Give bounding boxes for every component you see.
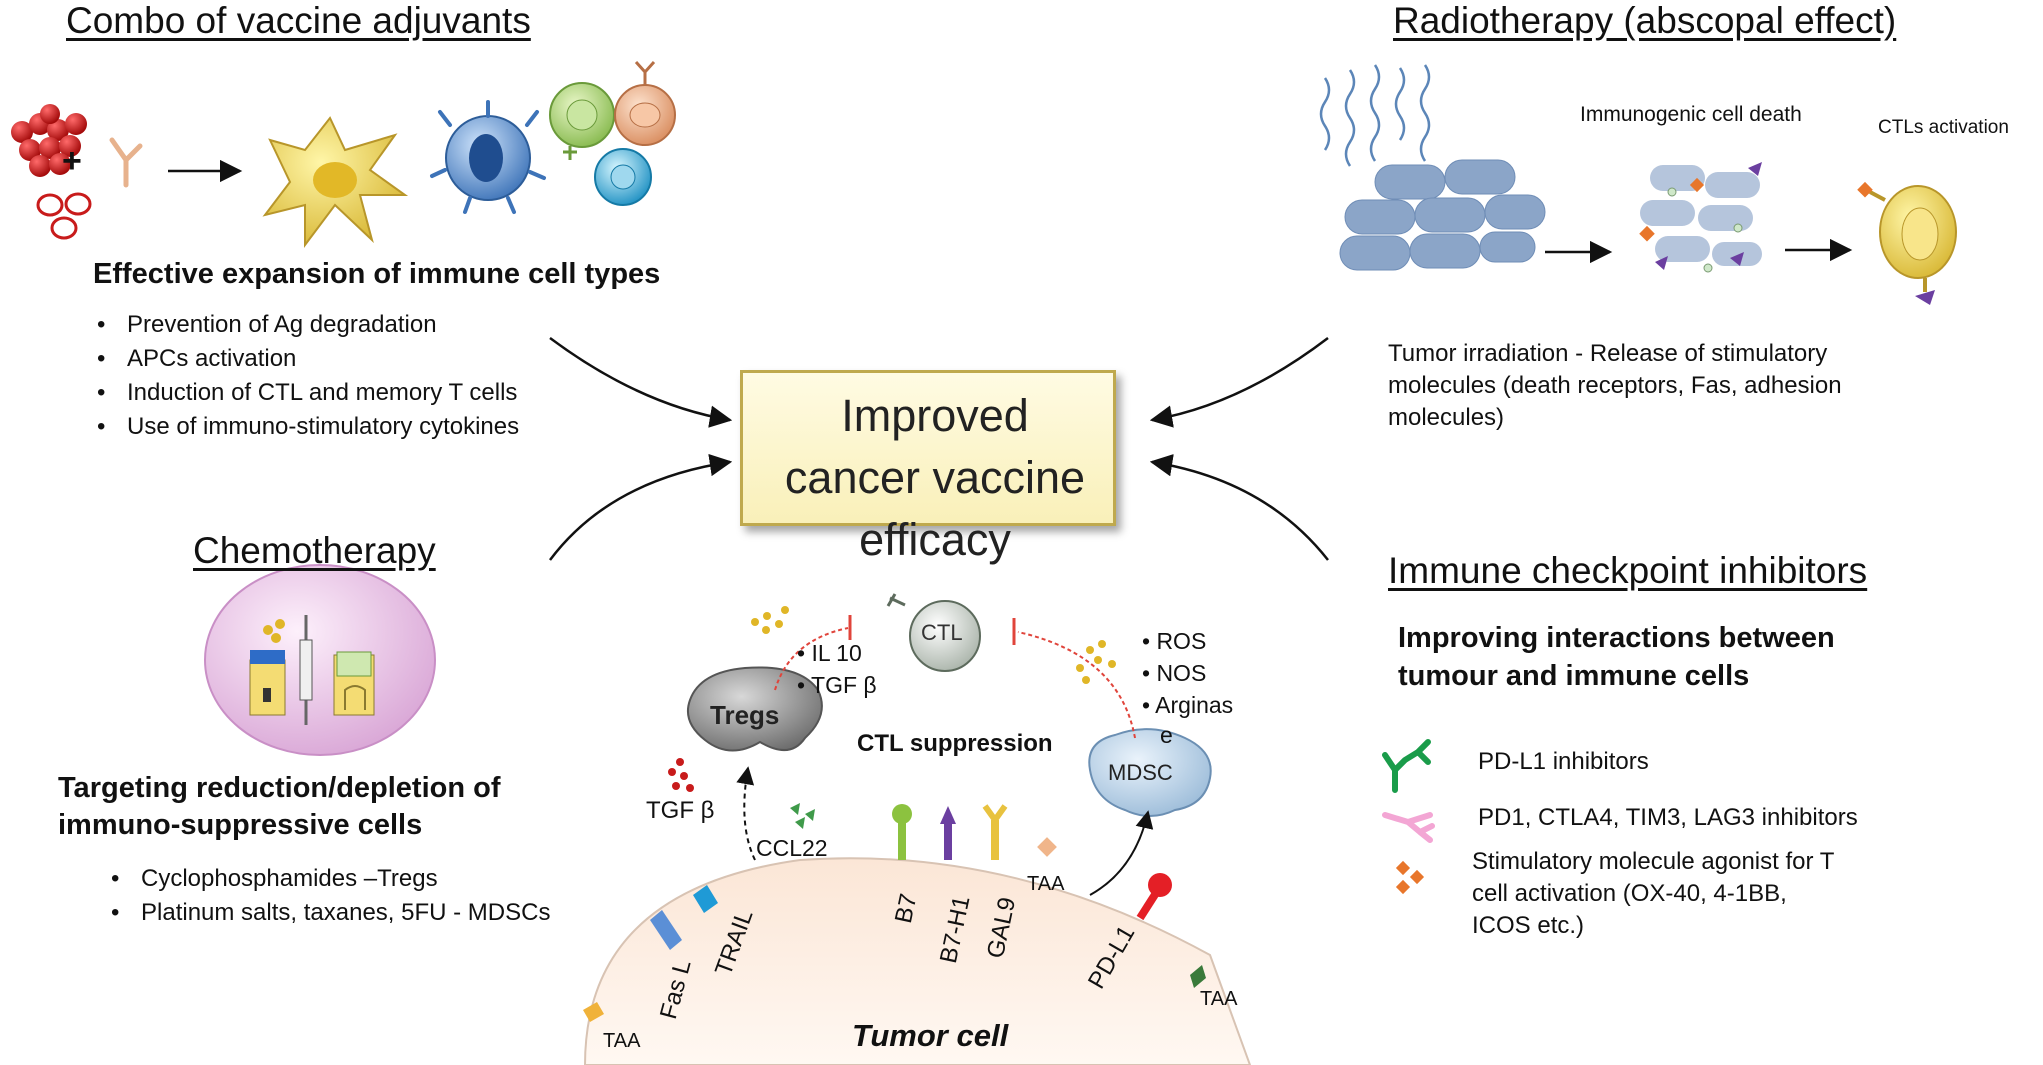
inhibition-line-tregs xyxy=(774,627,849,691)
chemo-heading-line-2: immuno-suppressive cells xyxy=(58,809,423,841)
taa-marker-top xyxy=(1037,837,1057,857)
taa-label-left: TAA xyxy=(603,1030,641,1052)
tgf-beta-bullet-label: • TGF β xyxy=(797,672,877,698)
ctl-cell xyxy=(886,593,981,672)
chemotherapy-drugs-icon xyxy=(204,564,436,756)
agonist-label-line-1: Stimulatory molecule agonist for T xyxy=(1472,848,1835,875)
chemo-heading-line-1: Targeting reduction/depletion of xyxy=(58,772,501,804)
b7-label: B7 xyxy=(890,891,923,926)
ctl-activated-icon xyxy=(1857,181,1957,305)
checkpoint-heading-line-2: tumour and immune cells xyxy=(1398,660,1750,692)
antigen-cluster-icon xyxy=(11,104,87,177)
ctls-activation-label: CTLs activation xyxy=(1878,117,2009,138)
tgf-beta-label: TGF β xyxy=(646,797,715,824)
radiotherapy-desc-line-2: molecules (death receptors, Fas, adhesio… xyxy=(1388,372,1842,399)
immunogenic-cell-death-label: Immunogenic cell death xyxy=(1580,103,1802,126)
tumor-cell-label: Tumor cell xyxy=(852,1018,1009,1053)
taa-label-top: TAA xyxy=(1027,873,1065,895)
center-line-1: Improved xyxy=(841,390,1029,441)
dendritic-cell-icon xyxy=(262,116,409,248)
antibody-icon xyxy=(109,137,143,188)
agonist-label-line-3: ICOS etc.) xyxy=(1472,912,1585,939)
arrow-tumor-to-mdsc xyxy=(1089,810,1154,896)
taa-marker-left xyxy=(583,1002,604,1022)
vaccine-bullet-list: Prevention of Ag degradation APCs activa… xyxy=(97,308,519,444)
pd1-inhibitor-icon xyxy=(1382,812,1435,843)
list-item: Prevention of Ag degradation xyxy=(97,308,519,342)
arginase-label-1: • Arginas xyxy=(1142,692,1234,718)
checkpoint-inhibitors-title: Immune checkpoint inhibitors xyxy=(1388,550,1868,591)
t-cell-green-icon xyxy=(549,82,615,160)
arrow-bottom-left xyxy=(549,453,733,561)
list-item: Induction of CTL and memory T cells xyxy=(97,376,519,410)
list-item: APCs activation xyxy=(97,342,519,376)
tgf-beta-dots-icon xyxy=(668,758,694,792)
t-cell-peach-icon xyxy=(614,60,676,146)
chemo-bullet-list: Cyclophosphamides –Tregs Platinum salts,… xyxy=(111,862,550,930)
taa-label-right: TAA xyxy=(1200,988,1238,1010)
center-box xyxy=(740,370,1116,526)
arrow-top-left xyxy=(549,336,733,428)
list-item: Cyclophosphamides –Tregs xyxy=(111,862,550,896)
inhibition-line-mdsc xyxy=(1017,631,1136,739)
tregs-cell xyxy=(686,666,823,752)
mdsc-cell xyxy=(1088,728,1212,817)
radiation-waves-icon xyxy=(1319,64,1431,167)
arginase-label-2: e xyxy=(1160,722,1173,748)
memory-cell-icon xyxy=(594,148,652,206)
arrow-top-right xyxy=(1149,337,1329,428)
radiotherapy-desc-line-1: Tumor irradiation - Release of stimulato… xyxy=(1388,340,1828,367)
arrow-bottom-right xyxy=(1149,454,1329,561)
center-line-2: cancer vaccine xyxy=(784,452,1086,503)
nos-label: • NOS xyxy=(1142,660,1207,686)
il10-label: • IL 10 xyxy=(797,640,862,666)
tregs-label: Tregs xyxy=(710,700,780,730)
pd-l1-inhibitors-label: PD-L1 inhibitors xyxy=(1478,748,1649,775)
ros-label: • ROS xyxy=(1142,628,1207,654)
center-title: Improved cancer vaccine efficacy xyxy=(700,385,1170,571)
gal9-receptor xyxy=(982,804,1008,860)
tumor-cell-body xyxy=(583,857,1252,1065)
vaccine-heading: Effective expansion of immune cell types xyxy=(93,258,661,290)
ctl-suppression-label: CTL suppression xyxy=(857,730,1053,757)
vaccine-adjuvants-title: Combo of vaccine adjuvants xyxy=(66,0,531,41)
b7-h1-receptor xyxy=(940,806,956,860)
cytokine-dots-icon xyxy=(751,606,789,634)
mdsc-label: MDSC xyxy=(1108,760,1173,785)
ctl-label: CTL xyxy=(921,620,963,645)
checkpoint-heading-line-1: Improving interactions between xyxy=(1398,622,1835,654)
radiotherapy-desc-line-3: molecules) xyxy=(1388,404,1505,431)
tumor-tissue-icon xyxy=(1339,159,1546,271)
apc-cell-icon xyxy=(430,100,546,214)
fas-l-receptor xyxy=(650,910,682,950)
taa-marker-right xyxy=(1190,965,1206,988)
pd-l1-inhibitor-icon xyxy=(1382,739,1431,793)
pd1-inhibitors-label: PD1, CTLA4, TIM3, LAG3 inhibitors xyxy=(1478,804,1858,831)
list-item: Platinum salts, taxanes, 5FU - MDSCs xyxy=(111,896,550,930)
agonist-icon xyxy=(1395,860,1425,895)
ccl22-label: CCL22 xyxy=(756,835,828,861)
b7-receptor xyxy=(892,804,912,860)
arrow-tumor-to-tregs xyxy=(736,766,756,861)
center-line-3: efficacy xyxy=(859,514,1011,565)
dying-tissue-icon xyxy=(1639,162,1762,273)
radiotherapy-title: Radiotherapy (abscopal effect) xyxy=(1393,0,1897,41)
ros-dots-icon xyxy=(1076,640,1116,684)
pd-l1-receptor xyxy=(1136,873,1172,921)
plus-sign: + xyxy=(62,142,82,180)
trail-receptor xyxy=(693,885,718,913)
list-item: Use of immuno-stimulatory cytokines xyxy=(97,410,519,444)
agonist-label-line-2: cell activation (OX-40, 4-1BB, xyxy=(1472,880,1787,907)
ccl22-icon xyxy=(790,803,815,829)
chemotherapy-title: Chemotherapy xyxy=(193,530,436,571)
liposome-icon xyxy=(36,192,92,240)
